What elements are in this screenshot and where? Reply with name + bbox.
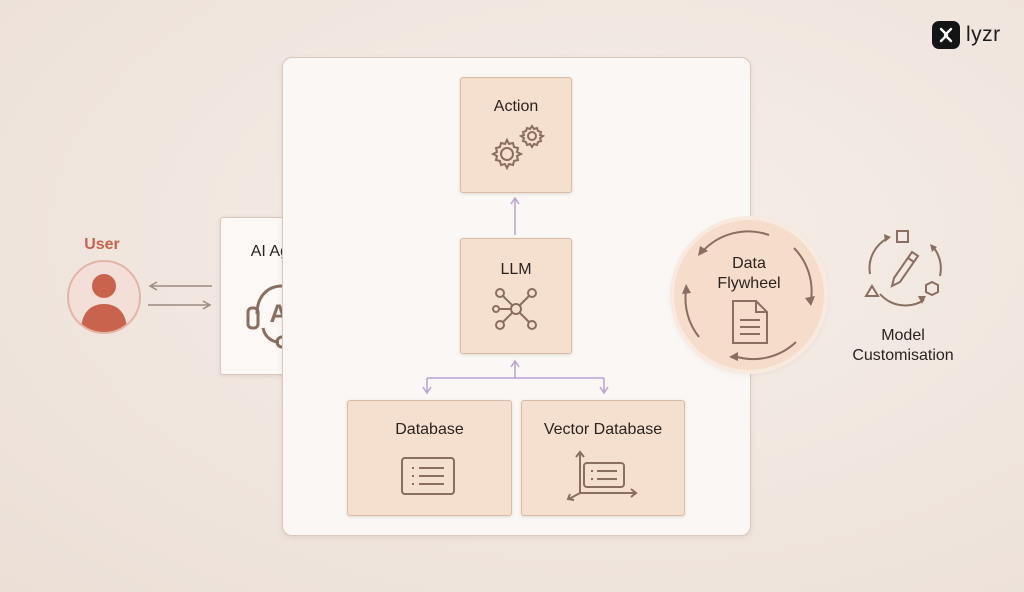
llm-label: LLM xyxy=(500,261,532,278)
brand-name: lyzr xyxy=(966,23,1001,46)
llm-to-action-arrow xyxy=(510,196,520,235)
cycle-arrows-icon xyxy=(682,230,815,361)
database-label: Database xyxy=(395,421,464,438)
user-label: User xyxy=(84,236,120,253)
model-label-line2: Customisation xyxy=(852,347,954,364)
llm-node: LLM xyxy=(460,238,572,354)
flywheel-label-line1: Data xyxy=(732,255,766,272)
llm-to-databases-arrows xyxy=(422,359,609,395)
action-node: Action xyxy=(460,77,572,193)
vector-database-label: Vector Database xyxy=(543,421,663,438)
document-icon xyxy=(732,300,768,344)
network-nodes-icon xyxy=(492,288,537,330)
lyzr-logo-icon xyxy=(932,21,960,49)
model-customisation-icon xyxy=(864,230,942,307)
flywheel-label-line2: Flywheel xyxy=(717,275,781,292)
user-agent-arrows xyxy=(148,281,212,310)
data-flywheel: Data Flywheel xyxy=(674,220,824,370)
vector-database-node: Vector Database xyxy=(521,400,685,516)
user-avatar-icon xyxy=(67,260,141,334)
flywheel-label: Data Flywheel xyxy=(674,254,824,294)
gears-icon xyxy=(490,124,546,171)
model-customisation-label: Model Customisation xyxy=(838,326,968,366)
brand-logo: lyzr xyxy=(932,21,1001,49)
action-label: Action xyxy=(493,98,539,115)
list-document-icon xyxy=(401,457,455,495)
vector-axes-icon xyxy=(566,450,638,501)
database-node: Database xyxy=(347,400,512,516)
model-label-line1: Model xyxy=(881,327,925,344)
